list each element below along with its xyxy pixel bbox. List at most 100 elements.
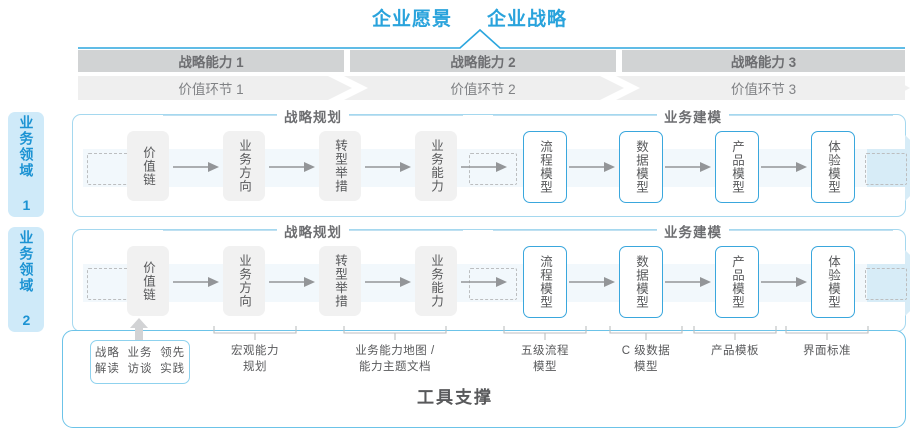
- node-业务能力[interactable]: 业务能力: [415, 246, 457, 316]
- value-link-1-label: 价值环节 1: [178, 82, 244, 97]
- tool-label-line: 模型: [533, 360, 557, 373]
- node-label: 转型举措: [333, 254, 347, 308]
- node-label: 转型举措: [333, 139, 347, 193]
- flow-band-1: [83, 149, 907, 187]
- capability-segment-3-label: 战略能力 3: [730, 55, 797, 70]
- tool-label-line: 业务能力地图 /: [355, 345, 435, 357]
- flow-arrow: [461, 162, 507, 172]
- capability-segment-1[interactable]: 战略能力 1: [78, 50, 344, 72]
- flow-arrow: [173, 162, 219, 172]
- node-数据模型[interactable]: 数据模型: [619, 246, 663, 318]
- flow-arrow: [665, 277, 711, 287]
- capability-segment-2-label: 战略能力 2: [450, 55, 516, 70]
- capability-segment-3[interactable]: 战略能力 3: [622, 50, 905, 72]
- domain-panel-1: 战略规划业务建模价值链业务方向转型举措业务能力流程模型数据模型产品模型体验模型: [72, 106, 910, 217]
- node-体验模型[interactable]: 体验模型: [811, 246, 855, 318]
- tool-label-line: 规划: [243, 360, 267, 373]
- value-link-2[interactable]: 价值环节 2: [350, 76, 616, 100]
- capability-header-row: 战略能力 1 战略能力 2 战略能力 3: [78, 50, 905, 72]
- value-link-row: 价值环节 1 价值环节 2 价值环节 3: [78, 76, 910, 100]
- tool-label-line: 能力主题文档: [359, 360, 431, 373]
- tool-label-2: 业务能力地图 / 能力主题文档: [330, 344, 460, 375]
- flow-arrow: [761, 162, 807, 172]
- tool-brace-1: [213, 326, 297, 340]
- node-label: 价值链: [141, 145, 155, 187]
- flow-arrow: [365, 277, 411, 287]
- tool-label-line: 产品模板: [711, 345, 759, 357]
- tool-label-line: C 级数据: [621, 345, 671, 357]
- tool-highlight-line: 领先实践: [160, 347, 186, 375]
- node-label: 业务方向: [237, 139, 251, 193]
- tool-label-line: 模型: [634, 360, 658, 373]
- sidebar-tab-domain-2[interactable]: 业务领域 2: [8, 227, 44, 332]
- sidebar-tab-domain-1-label: 业务领域 1: [18, 114, 35, 215]
- flow-arrow: [761, 277, 807, 287]
- node-产品模型[interactable]: 产品模型: [715, 131, 759, 203]
- tool-label-3: 五级流程模型: [490, 344, 600, 375]
- tool-label-4: C 级数据模型: [596, 344, 696, 375]
- tool-brace-3: [503, 326, 587, 340]
- node-业务方向[interactable]: 业务方向: [223, 131, 265, 201]
- value-link-chevrons: [328, 76, 910, 100]
- vision-title-left: 企业愿景: [372, 9, 453, 30]
- flow-arrow: [569, 162, 615, 172]
- sidebar-tab-domain-1[interactable]: 业务领域 1: [8, 112, 44, 217]
- node-label: 数据模型: [634, 255, 648, 309]
- node-label: 流程模型: [538, 140, 552, 194]
- flow-arrow: [173, 277, 219, 287]
- tool-label-1: 宏观能力规划: [200, 344, 310, 375]
- vision-title-right: 企业战略: [487, 9, 568, 30]
- tool-support-panel: [62, 330, 906, 428]
- tool-brace-2: [343, 326, 447, 340]
- sidebar-tab-domain-2-label: 业务领域 2: [18, 229, 35, 330]
- node-label: 数据模型: [634, 140, 648, 194]
- node-转型举措[interactable]: 转型举措: [319, 246, 361, 316]
- capability-segment-2[interactable]: 战略能力 2: [350, 50, 616, 72]
- flow-arrow: [365, 162, 411, 172]
- tool-highlight-line: 战略解读: [94, 347, 120, 375]
- node-体验模型[interactable]: 体验模型: [811, 131, 855, 203]
- flow-arrow: [461, 277, 507, 287]
- tool-highlight-line: 业务访谈: [127, 347, 153, 375]
- node-label: 价值链: [141, 260, 155, 302]
- flow-arrow: [269, 277, 315, 287]
- node-数据模型[interactable]: 数据模型: [619, 131, 663, 203]
- node-label: 业务能力: [429, 139, 443, 193]
- node-业务方向[interactable]: 业务方向: [223, 246, 265, 316]
- tool-label-5: 产品模板: [680, 344, 790, 360]
- placeholder-box: [469, 268, 517, 300]
- node-流程模型[interactable]: 流程模型: [523, 246, 567, 318]
- tool-support-title: 工具支撑: [417, 388, 493, 407]
- node-转型举措[interactable]: 转型举措: [319, 131, 361, 201]
- domain-panel-2: 战略规划业务建模价值链业务方向转型举措业务能力流程模型数据模型产品模型体验模型: [72, 221, 910, 332]
- tool-highlight-box[interactable]: 战略解读业务访谈领先实践: [90, 340, 190, 384]
- placeholder-box: [865, 153, 907, 185]
- node-价值链[interactable]: 价值链: [127, 131, 169, 201]
- value-link-3-label: 价值环节 3: [730, 82, 797, 97]
- tool-label-6: 界面标准: [772, 344, 882, 360]
- tool-brace-6: [785, 326, 869, 340]
- value-link-3[interactable]: 价值环节 3: [622, 76, 905, 100]
- flow-arrow: [665, 162, 711, 172]
- node-label: 流程模型: [538, 255, 552, 309]
- placeholder-box: [469, 153, 517, 185]
- vision-connector-line: [78, 28, 905, 49]
- flow-band-2: [83, 264, 907, 302]
- value-link-1[interactable]: 价值环节 1: [78, 76, 344, 100]
- node-label: 业务方向: [237, 254, 251, 308]
- tool-label-line: 宏观能力: [231, 345, 279, 357]
- node-label: 体验模型: [826, 140, 840, 194]
- node-产品模型[interactable]: 产品模型: [715, 246, 759, 318]
- node-label: 体验模型: [826, 255, 840, 309]
- flow-arrow: [269, 162, 315, 172]
- value-link-bar: [78, 76, 905, 100]
- node-label: 产品模型: [730, 255, 744, 309]
- capability-segment-1-label: 战略能力 1: [178, 55, 244, 70]
- node-业务能力[interactable]: 业务能力: [415, 131, 457, 201]
- tool-brace-5: [693, 326, 777, 340]
- node-label: 业务能力: [429, 254, 443, 308]
- node-流程模型[interactable]: 流程模型: [523, 131, 567, 203]
- section-modeling-1-title: 业务建模: [657, 106, 729, 126]
- node-价值链[interactable]: 价值链: [127, 246, 169, 316]
